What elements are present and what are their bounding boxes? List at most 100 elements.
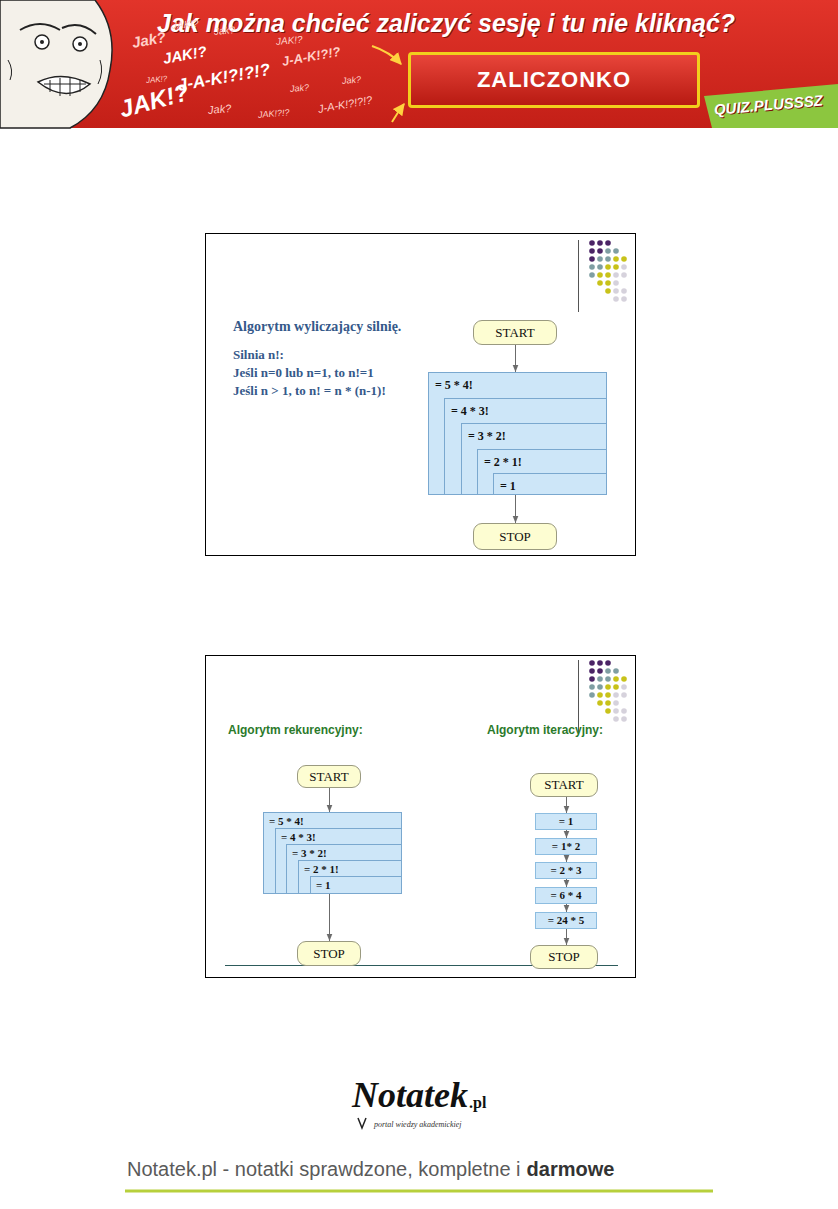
nested-call-box: = 5 * 4!= 4 * 3!= 3 * 2!= 2 * 1!= 1 (263, 812, 402, 894)
banner-shout: JAK!? (172, 18, 200, 31)
banner-background (0, 0, 838, 128)
nested-call-box: = 5 * 4!= 4 * 3!= 3 * 2!= 2 * 1!= 1 (428, 372, 607, 495)
decor-dot (621, 288, 627, 294)
link-button: ZALICZONKO (408, 52, 700, 108)
slide-text: Jeśli n=0 lub n=1, to n!=1 (233, 364, 374, 381)
decor-dot (605, 240, 611, 246)
process-box: = 1 (535, 813, 597, 830)
decor-dot (613, 296, 619, 302)
decor-dot (605, 684, 611, 690)
flow-arrow (515, 495, 516, 523)
decor-dot (597, 684, 603, 690)
decor-dot (621, 256, 627, 262)
decor-dot (621, 676, 627, 682)
decor-dot (589, 660, 595, 666)
box-label: = 1 (311, 877, 331, 892)
logo-domain: .pl (469, 1094, 486, 1112)
box-label: = 2 * 3 (536, 863, 596, 878)
box-label: = 5 * 4! (264, 813, 304, 828)
decor-dot (605, 280, 611, 286)
decor-dot (605, 272, 611, 278)
slide-text: Jeśli n > 1, to n! = n * (n-1)! (233, 382, 386, 399)
pointer-arrows (372, 46, 404, 122)
box-label: START (531, 774, 597, 796)
flow-arrow (566, 904, 567, 912)
box-label: = 1 (536, 814, 596, 829)
slide-text: Algorytm iteracyjny: (487, 723, 603, 738)
nested-call-box: = 3 * 2!= 2 * 1!= 1 (461, 423, 607, 495)
decor-dot (621, 272, 627, 278)
decor-dot (613, 288, 619, 294)
slide-frame: Algorytm rekurencyjny: Algorytm iteracyjn… (205, 655, 636, 978)
flow-arrow (329, 894, 330, 941)
banner-shout: JAK!? (162, 42, 208, 66)
nested-call-box: = 4 * 3!= 3 * 2!= 2 * 1!= 1 (444, 398, 607, 495)
box-label: = 3 * 2! (287, 845, 327, 860)
decor-dot (613, 272, 619, 278)
meme-face (0, 0, 112, 128)
box-label: STOP (531, 946, 597, 968)
decor-dot (605, 708, 611, 714)
terminal-box: START (473, 320, 557, 345)
flow-arrow (566, 929, 567, 945)
slide-text: Algorytm wyliczający silnię. (233, 318, 401, 335)
decor-dot (621, 692, 627, 698)
decor-dot (605, 676, 611, 682)
decor-dot (589, 684, 595, 690)
decor-dot (605, 660, 611, 666)
banner-shout: JAK!?!? (258, 107, 290, 120)
decor-dot (621, 264, 627, 270)
box-label: STOP (474, 524, 556, 549)
process-box: = 24 * 5 (535, 912, 597, 929)
decor-dot (605, 288, 611, 294)
process-box: = 6 * 4 (535, 887, 597, 904)
flow-arrow (566, 879, 567, 887)
terminal-box: STOP (297, 941, 361, 966)
banner-shout: J-A-K!?!?!? (176, 60, 272, 96)
box-label: = 6 * 4 (536, 888, 596, 903)
decor-dot (613, 248, 619, 254)
box-label: = 4 * 3! (276, 829, 316, 844)
slide-frame: Algorytm wyliczający silnię.Silnia n!:Je… (205, 233, 636, 556)
quiz-brand: QUIZ.PLUSSSZ (713, 92, 823, 118)
banner-shout: Jak? (131, 28, 168, 51)
terminal-box: STOP (530, 945, 598, 969)
flow-arrow (515, 345, 516, 372)
decor-dot (589, 676, 595, 682)
box-label: = 2 * 1! (299, 861, 339, 876)
box-label: = 1* 2 (536, 839, 596, 854)
slide-text: Algorytm rekurencyjny: (228, 723, 363, 738)
decor-dot (589, 264, 595, 270)
banner-shout: J-A-K!?!? (281, 44, 342, 69)
decor-dot (605, 668, 611, 674)
banner-shout: Jak? (342, 74, 362, 86)
terminal-box: START (530, 773, 598, 797)
terminal-box: STOP (473, 523, 557, 550)
quiz-ribbon (704, 84, 838, 128)
decor-dot (613, 684, 619, 690)
flow-arrow (566, 830, 567, 838)
footer-slogan-emphasis: darmowe (527, 1158, 615, 1181)
decor-dot (613, 716, 619, 722)
banner-shout: JAK!? (276, 34, 304, 47)
decor-dot (597, 256, 603, 262)
footer-slogan: Notatek.pl - notatki sprawdzone, komplet… (127, 1158, 521, 1181)
terminal-box: START (297, 765, 361, 788)
decor-dot (621, 716, 627, 722)
decor-dot (613, 676, 619, 682)
decor-dot (597, 660, 603, 666)
decor-dot (597, 700, 603, 706)
decor-dot (597, 248, 603, 254)
nested-call-box: = 1 (493, 473, 607, 495)
box-label: = 24 * 5 (536, 913, 596, 928)
decor-dot (621, 708, 627, 714)
logo-word: Notatek (352, 1074, 468, 1116)
nested-call-box: = 4 * 3!= 3 * 2!= 2 * 1!= 1 (275, 828, 402, 894)
decor-dot (613, 700, 619, 706)
decor-dot (621, 684, 627, 690)
process-box: = 2 * 3 (535, 862, 597, 879)
slide-text: Silnia n!: (233, 346, 284, 363)
decor-dot (597, 264, 603, 270)
decor-dot (613, 280, 619, 286)
banner-shout: J-A-K!?!?!? (317, 94, 373, 115)
